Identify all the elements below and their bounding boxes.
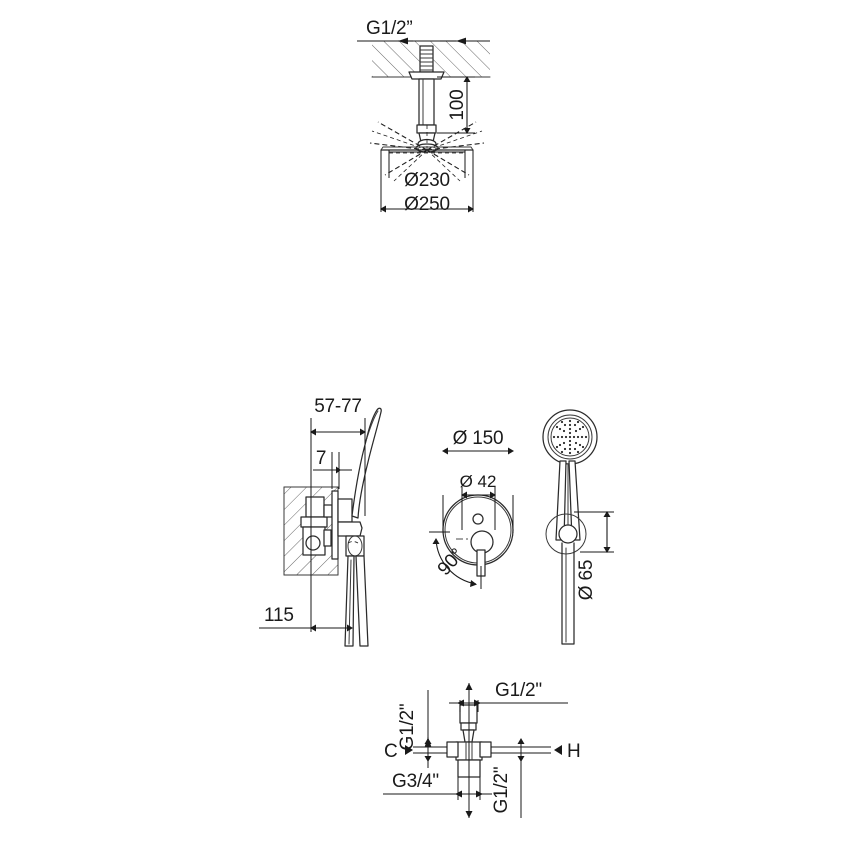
dimension-head-outer: Ø250 bbox=[380, 150, 474, 215]
view-hand-shower: Ø 65 bbox=[542, 409, 614, 645]
label-lever-rotation: 90° bbox=[434, 545, 468, 580]
dimension-hand-shower-head: Ø 65 bbox=[574, 511, 614, 600]
hand-shower-head bbox=[542, 409, 598, 465]
label-ceiling-thread: G1/2” bbox=[366, 18, 413, 39]
ceiling-drop-arm bbox=[416, 78, 437, 134]
label-handle-diameter: Ø 42 bbox=[460, 472, 497, 491]
label-bottom-right-thread: G1/2" bbox=[491, 767, 512, 814]
hand-shower-nozzles bbox=[552, 419, 588, 455]
dimension-ceiling-thread: G1/2” bbox=[357, 18, 470, 45]
ceiling-flange bbox=[408, 71, 445, 80]
dimension-head-inner: Ø230 bbox=[388, 150, 466, 191]
label-projection-range: 57-77 bbox=[314, 396, 362, 417]
view-ceiling-shower: G1/2” 100 bbox=[357, 18, 491, 215]
label-outlet-height: 115 bbox=[264, 605, 294, 626]
label-cold-inlet: C bbox=[384, 741, 398, 762]
mixer-outlet-hose bbox=[344, 555, 369, 647]
label-bottom-thread: G3/4" bbox=[392, 771, 439, 792]
view-cross-fitting: G1/2" G1/2" C H bbox=[383, 680, 581, 818]
dimension-projection-range: 57-77 bbox=[310, 396, 366, 516]
label-left-thread: G1/2" bbox=[397, 704, 418, 751]
dimension-plate-depth: 7 bbox=[313, 448, 352, 489]
hand-shower-hose bbox=[561, 542, 575, 645]
label-plate-diameter: Ø 150 bbox=[453, 428, 504, 449]
label-group-bottom-right-thread: G1/2" bbox=[491, 753, 522, 818]
ceiling-thread-nipple bbox=[419, 45, 434, 73]
mixer-body-side bbox=[337, 498, 365, 557]
dimension-arm-length: 100 bbox=[437, 76, 475, 134]
shower-head-disc bbox=[380, 146, 474, 154]
dimension-plate-diameter: Ø 150 bbox=[442, 428, 514, 533]
cold-inlet-line: C bbox=[384, 738, 447, 762]
dimension-bottom-thread: G3/4" bbox=[383, 771, 492, 800]
label-arm-length: 100 bbox=[447, 89, 468, 120]
label-group-left-thread: G1/2" bbox=[397, 690, 432, 768]
label-head-inner: Ø230 bbox=[404, 170, 450, 191]
view-mixer-front: Ø 150 Ø 42 90° bbox=[429, 428, 514, 589]
label-head-outer: Ø250 bbox=[404, 194, 450, 215]
label-top-right-thread: G1/2" bbox=[495, 680, 542, 701]
label-hot-inlet: H bbox=[567, 741, 581, 762]
label-group-top-right-thread: G1/2" bbox=[478, 680, 568, 704]
label-plate-depth: 7 bbox=[316, 448, 326, 469]
mixer-lever-handle bbox=[351, 407, 382, 519]
dimension-outlet-height: 115 bbox=[259, 489, 353, 632]
view-mixer-side: 57-77 7 115 bbox=[259, 396, 382, 647]
mixer-diverter-knob bbox=[472, 513, 484, 525]
dimension-handle-diameter: Ø 42 bbox=[460, 472, 497, 530]
concealed-valve-body bbox=[300, 496, 333, 556]
label-hand-shower-head: Ø 65 bbox=[576, 560, 597, 600]
mixer-finishing-plate bbox=[331, 490, 339, 560]
hot-inlet-line: H bbox=[491, 738, 581, 762]
